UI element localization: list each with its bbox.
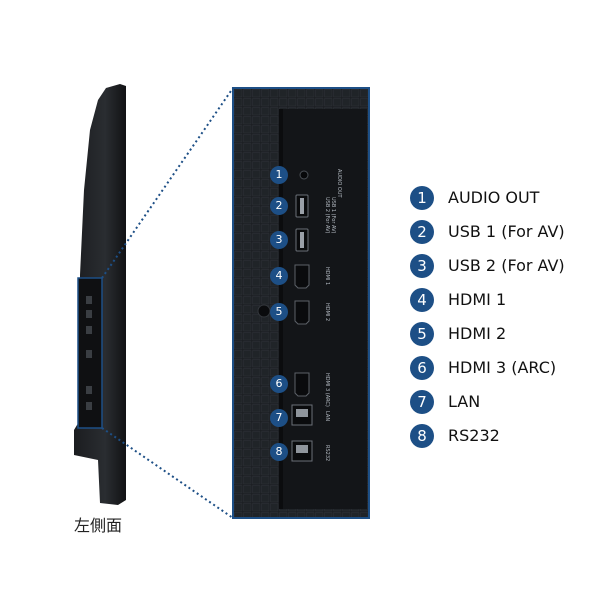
legend-label: USB 2 (For AV) xyxy=(448,256,565,275)
legend-item: 6 HDMI 3 (ARC) xyxy=(410,355,595,389)
legend-number: 5 xyxy=(410,322,434,346)
marker-5: 5 xyxy=(270,303,288,321)
zoom-panel: AUDIO OUT USB 1 (For AV) USB 2 (For AV) … xyxy=(232,87,370,519)
legend-label: HDMI 2 xyxy=(448,324,507,343)
legend-number: 8 xyxy=(410,424,434,448)
port-label-hdmi2: HDMI 2 xyxy=(324,303,330,322)
legend-number: 3 xyxy=(410,254,434,278)
port-label-rs232: RS232 xyxy=(324,445,330,462)
legend-item: 8 RS232 xyxy=(410,423,595,457)
marker-8: 8 xyxy=(270,443,288,461)
zoom-panel-art xyxy=(234,89,368,517)
screw-hole xyxy=(257,304,271,318)
marker-6: 6 xyxy=(270,375,288,393)
legend-label: USB 1 (For AV) xyxy=(448,222,565,241)
marker-4: 4 xyxy=(270,267,288,285)
port-legend: 1 AUDIO OUT 2 USB 1 (For AV) 3 USB 2 (Fo… xyxy=(410,185,595,457)
port-label-lan: LAN xyxy=(324,411,330,422)
legend-label: HDMI 3 (ARC) xyxy=(448,358,557,377)
legend-label: AUDIO OUT xyxy=(448,188,540,207)
marker-3: 3 xyxy=(270,231,288,249)
legend-number: 4 xyxy=(410,288,434,312)
connector-line-bottom xyxy=(101,427,234,519)
side-caption: 左側面 xyxy=(74,516,123,535)
side-port-slit xyxy=(86,386,92,394)
side-port-slit xyxy=(86,310,92,318)
legend-item: 5 HDMI 2 xyxy=(410,321,595,355)
port-label-usb2: USB 2 (For AV) xyxy=(324,197,330,234)
audio-jack xyxy=(299,170,309,180)
marker-2: 2 xyxy=(270,197,288,215)
legend-label: LAN xyxy=(448,392,481,411)
legend-label: RS232 xyxy=(448,426,500,445)
port-label-hdmi1: HDMI 1 xyxy=(324,267,330,286)
connector-line-top xyxy=(101,87,234,279)
marker-1: 1 xyxy=(270,166,288,184)
side-port-slit xyxy=(86,296,92,304)
side-port-slit xyxy=(86,402,92,410)
legend-number: 7 xyxy=(410,390,434,414)
legend-number: 1 xyxy=(410,186,434,210)
hdmi-port-2 xyxy=(294,300,310,325)
legend-item: 2 USB 1 (For AV) xyxy=(410,219,595,253)
port-label-usb1: USB 1 (For AV) xyxy=(330,197,336,234)
hdmi-port-1 xyxy=(294,264,310,289)
legend-item: 7 LAN xyxy=(410,389,595,423)
legend-number: 6 xyxy=(410,356,434,380)
side-port-slit xyxy=(86,350,92,358)
marker-7: 7 xyxy=(270,409,288,427)
legend-label: HDMI 1 xyxy=(448,290,507,309)
port-label-audio: AUDIO OUT xyxy=(336,169,342,198)
legend-item: 3 USB 2 (For AV) xyxy=(410,253,595,287)
legend-item: 1 AUDIO OUT xyxy=(410,185,595,219)
side-port-slit xyxy=(86,326,92,334)
port-label-hdmi3: HDMI 3 (ARC) xyxy=(324,373,330,407)
legend-item: 4 HDMI 1 xyxy=(410,287,595,321)
legend-number: 2 xyxy=(410,220,434,244)
hdmi-port-3 xyxy=(294,372,310,397)
